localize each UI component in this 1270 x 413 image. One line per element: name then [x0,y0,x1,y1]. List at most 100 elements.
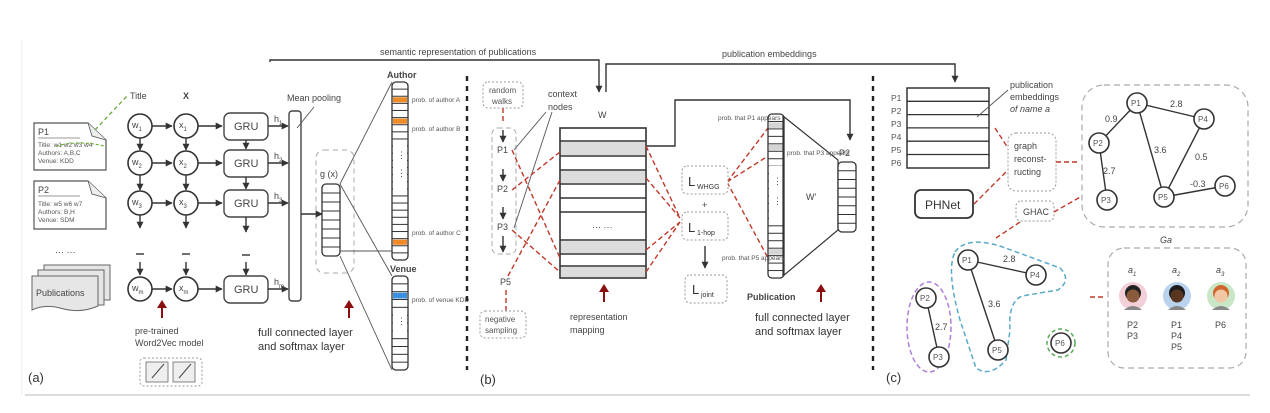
embedding-row-label: P5 [891,145,902,155]
h-label: h2 [274,151,283,164]
doc-ellipsis: ··· ··· [55,247,75,257]
negative-node: P5 [500,277,511,287]
doc-p1: P1 Title: w1 w2 w3 w4 Authors: A,B,C Ven… [33,95,128,171]
svg-text:prob. of author C: prob. of author C [412,230,461,237]
ghac-label: GHAC [1023,207,1050,217]
w-row-shaded [561,267,645,277]
venue-title: Venue [390,264,417,274]
graph-node-p6 [1214,175,1236,197]
edge-weight: 2.7 [1103,166,1116,176]
svg-text:Authors: A,B,C: Authors: A,B,C [38,150,81,157]
svg-text:prob. that P3 appears: prob. that P3 appears [787,150,850,157]
svg-text:⋮: ⋮ [397,168,406,178]
svg-text:ructing: ructing [1014,167,1041,177]
h-label: h3 [274,191,283,204]
vector-cell [393,118,407,124]
gru-label: GRU [234,284,259,296]
embedding-row-label: P2 [891,106,902,116]
svg-text:L: L [692,282,699,297]
publication-vector: ⋮⋮ [767,113,785,279]
svg-text:pre-trained: pre-trained [135,326,179,336]
vector-cell [769,144,783,151]
cluster-edge-weight: 2.7 [935,322,948,332]
cluster-node-p2 [915,287,937,309]
gru-label: GRU [234,158,259,170]
svg-text:nodes: nodes [548,102,573,112]
author-pub: P1 [1171,320,1182,330]
title-label: Title [130,91,147,101]
graph-node-label: P5 [1158,193,1168,202]
authors-box [1107,247,1247,369]
graph-node-label: P3 [1101,196,1111,205]
w-matrix-ellipsis: ··· ··· [592,222,612,232]
vector-cell [393,97,407,103]
vector-cell [769,122,783,128]
gx-label: g (x) [320,169,338,179]
author-pub: P5 [1171,342,1182,352]
w-node-label: w1 [131,120,143,133]
svg-text:1-hop: 1-hop [697,230,715,237]
h-label: h1 [274,114,283,127]
graph-node-label: P4 [1198,115,1208,124]
w-row-shaded [561,171,645,183]
cluster-node-label: P3 [933,353,943,362]
fc-arrow-a [344,300,354,318]
avatar-shoulders [1212,306,1230,310]
gx-vector [321,183,341,257]
phnet-label: PHNet [925,198,961,212]
svg-text:context: context [548,89,578,99]
graph-edge [1163,118,1205,198]
w-label: W [598,110,607,120]
svg-text:negative: negative [485,315,516,324]
publications-stack: Publications [31,264,111,312]
svg-text:prob. that P5 appears: prob. that P5 appears [722,255,785,262]
author-name: a3 [1216,265,1225,278]
cluster-node-label: P4 [1030,271,1040,280]
cluster-node-p3 [928,346,950,368]
svg-text:representation: representation [570,312,628,322]
gx-cells [321,183,341,257]
svg-text:Venue: SDM: Venue: SDM [38,217,75,224]
graph-node-p1 [1126,92,1148,114]
venue-vector: ⋮ [391,275,409,371]
w-row-shaded [561,241,645,253]
svg-text:reconst-: reconst- [1014,154,1047,164]
cluster-node-p1 [957,249,979,271]
publication-ellipsis: ⋮ [773,176,782,186]
gru-label: GRU [234,121,259,133]
cluster-node-label: P1 [962,256,972,265]
word2vec-arrow [157,300,167,318]
author-vector: ⋮⋮ [391,81,409,261]
svg-text:walks: walks [491,97,512,106]
cluster-node-label: P6 [1055,339,1065,348]
walk-node-P2: P2 [497,184,508,194]
svg-text:Title: w5 w6 w7: Title: w5 w6 w7 [38,201,83,208]
svg-text:prob. of author A: prob. of author A [412,97,461,104]
panel-a: P1 Title: w1 w2 w3 w4 Authors: A,B,C Ven… [28,70,469,387]
negative-sampling-box [479,310,527,339]
x-node [173,190,199,216]
semantic-representation-arrow: semantic representation of publications [269,47,603,93]
embedding-row-label: P3 [891,119,902,129]
representation-arrow [599,284,609,302]
x-label: X [183,91,189,101]
graph-edge [1136,102,1165,198]
publication-embeddings-label: publication embeddings [722,49,817,59]
cluster-node-label: P5 [992,346,1002,355]
publication-embeddings-arrow: publication embeddings [605,49,959,92]
venue-ellipsis: ⋮ [397,316,406,326]
w-node-label: w3 [131,197,143,210]
svg-text:and softmax layer: and softmax layer [258,341,345,353]
graph-ga-label: Ga [1160,235,1172,245]
svg-text:Venue: KDD: Venue: KDD [38,158,74,165]
embedding-row-label: P1 [891,93,902,103]
vector-cell [769,249,783,255]
x-node-label: x3 [179,197,188,210]
